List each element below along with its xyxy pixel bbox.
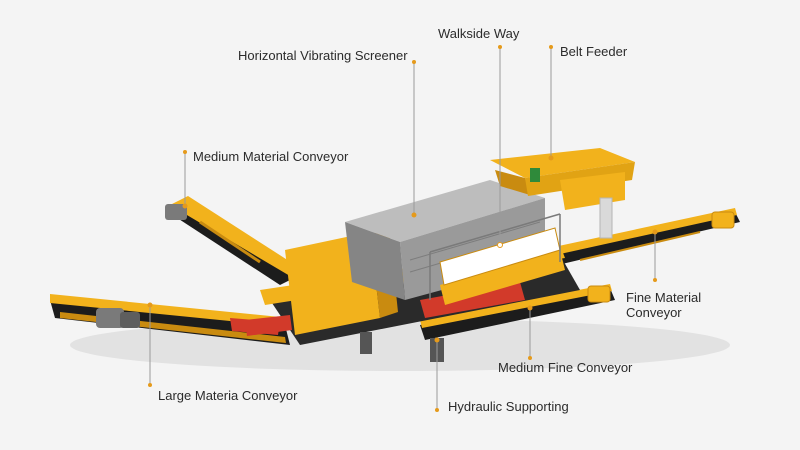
dot-fine-material-conveyor [653, 278, 657, 282]
dot-horizontal-screener-top [412, 60, 416, 64]
large-materia-conveyor-illustration [50, 294, 290, 345]
dot-medium-fine-conveyor-top [527, 305, 533, 311]
fine-material-conveyor-illustration [540, 208, 740, 268]
dot-medium-material-conveyor [182, 203, 188, 209]
label-horizontal-vibrating-screener: Horizontal Vibrating Screener [238, 48, 408, 63]
label-belt-feeder: Belt Feeder [560, 44, 628, 59]
label-fine-material-conveyor-line1: Fine Material [626, 290, 702, 305]
dot-large-materia-conveyor-top [147, 302, 153, 308]
dot-large-materia-conveyor [148, 383, 152, 387]
horizontal-vibrating-screener-illustration [345, 180, 545, 300]
label-medium-fine-conveyor: Medium Fine Conveyor [498, 360, 633, 375]
callout-leaders [149, 47, 656, 410]
label-walkside-way: Walkside Way [438, 26, 520, 41]
dot-hydraulic-supporting [435, 408, 439, 412]
dot-horizontal-screener [411, 212, 417, 218]
dot-medium-fine-conveyor [528, 356, 532, 360]
label-large-materia-conveyor: Large Materia Conveyor [158, 388, 298, 403]
callout-dots [147, 45, 658, 412]
walkside-way-illustration [429, 213, 565, 305]
label-hydraulic-supporting: Hydraulic Supporting [448, 399, 569, 414]
dot-fine-material-conveyor-top [652, 229, 658, 235]
dot-hydraulic-supporting-top [434, 337, 440, 343]
medium-material-conveyor-illustration [165, 196, 303, 285]
label-fine-material-conveyor-line2: Conveyor [626, 305, 682, 320]
dot-belt-feeder [548, 155, 554, 161]
dot-belt-feeder-top [549, 45, 553, 49]
dot-walkside-way [497, 242, 503, 248]
medium-fine-conveyor-illustration [420, 284, 615, 340]
dot-walkside-way-top [498, 45, 502, 49]
label-medium-material-conveyor: Medium Material Conveyor [193, 149, 349, 164]
dot-medium-material-conveyor-top [183, 150, 187, 154]
belt-feeder-illustration [490, 148, 635, 239]
